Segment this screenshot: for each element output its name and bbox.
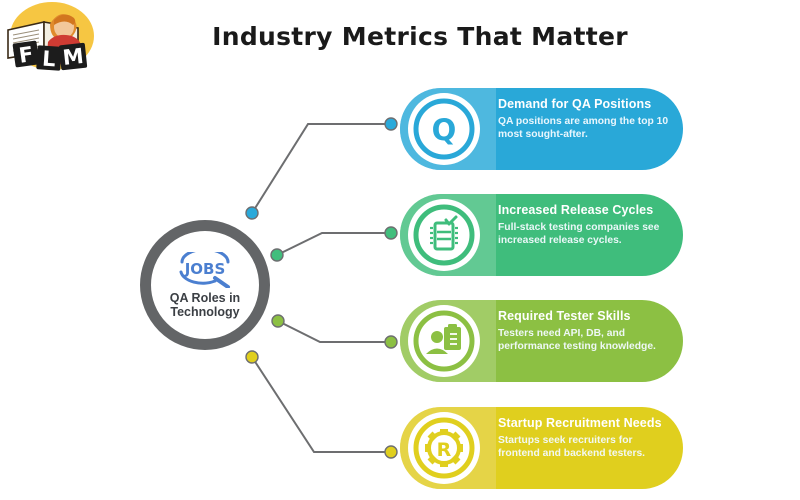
card-title: Demand for QA Positions	[498, 97, 652, 111]
card-body: Startups seek recruiters for frontend an…	[498, 435, 646, 459]
metric-card-demand-for-qa-positions[interactable]: Q Demand for QA Positions QA positions a…	[400, 88, 683, 170]
hub-label-line2: Technology	[170, 304, 240, 319]
card-text-block: Demand for QA Positions QA positions are…	[498, 97, 674, 141]
connector-line-4	[251, 356, 391, 453]
flm-tiles: F L M	[12, 40, 88, 72]
card-body: QA positions are among the top 10 most s…	[498, 116, 669, 140]
page-title: Industry Metrics That Matter	[212, 22, 628, 51]
card-body: Testers need API, DB, and performance te…	[498, 328, 656, 352]
checklist-clipboard-icon	[408, 199, 480, 271]
hub-node-3	[271, 314, 285, 328]
jobs-badge-text: JOBS	[184, 260, 226, 278]
metric-card-startup-recruitment-needs[interactable]: R Startup Recruitment Needs Startups see…	[400, 407, 683, 489]
card-title: Increased Release Cycles	[498, 203, 654, 217]
connector-line-1	[251, 123, 391, 214]
hub-node-1	[245, 206, 259, 220]
metric-card-increased-release-cycles[interactable]: Increased Release Cycles Full-stack test…	[400, 194, 683, 276]
letter-q-icon: Q	[408, 93, 480, 165]
svg-text:Q: Q	[432, 113, 457, 147]
card-text-block: Startup Recruitment Needs Startups seek …	[498, 416, 674, 460]
recruitment-gear-icon: R	[408, 412, 480, 484]
jobs-magnifier-icon: JOBS	[179, 251, 230, 288]
central-hub[interactable]: JOBS QA Roles in Technology	[140, 220, 270, 350]
svg-text:L: L	[41, 47, 56, 72]
card-title: Required Tester Skills	[498, 309, 631, 323]
hub-node-2	[270, 248, 284, 262]
card-text-block: Increased Release Cycles Full-stack test…	[498, 203, 674, 247]
card-node-2	[384, 226, 398, 240]
connector-nodes	[245, 117, 398, 459]
svg-text:M: M	[61, 44, 84, 70]
svg-text:F: F	[17, 42, 35, 68]
card-title: Startup Recruitment Needs	[498, 416, 662, 430]
hub-label: QA Roles in Technology	[155, 291, 255, 319]
connector-line-2	[276, 232, 391, 256]
hub-label-line1: QA Roles in	[169, 290, 241, 305]
card-node-4	[384, 445, 398, 459]
card-node-1	[384, 117, 398, 131]
metric-card-required-tester-skills[interactable]: Required Tester Skills Testers need API,…	[400, 300, 683, 382]
connector-line-3	[277, 320, 391, 343]
flm-logo-graphic: F L M	[7, 2, 94, 72]
hub-node-4	[245, 350, 259, 364]
tester-skills-icon	[408, 305, 480, 377]
card-body: Full-stack testing companies see increas…	[498, 222, 660, 246]
svg-text:R: R	[437, 439, 452, 461]
flm-logo[interactable]: F L M	[4, 0, 100, 76]
card-node-3	[384, 335, 398, 349]
card-text-block: Required Tester Skills Testers need API,…	[498, 309, 674, 353]
